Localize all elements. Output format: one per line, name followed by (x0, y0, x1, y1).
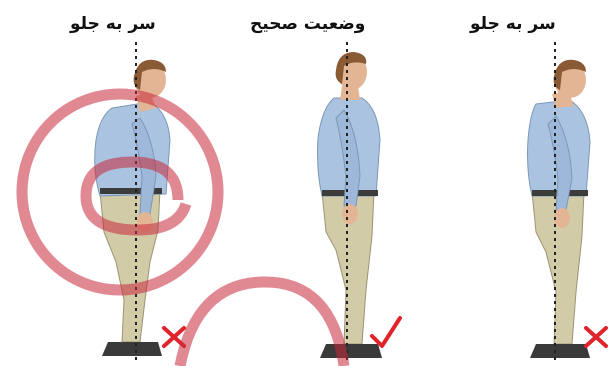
figure-right-hand (554, 208, 570, 228)
figure-left-shirt (95, 102, 170, 196)
cross-mark-icon (586, 328, 606, 346)
figure-middle-shoes (320, 344, 382, 358)
figure-left-trousers (100, 190, 160, 342)
figure-right-shoes (530, 344, 590, 358)
watermark-logo (22, 94, 344, 366)
figure-right (528, 60, 591, 358)
figure-left-shoes (102, 342, 162, 356)
check-mark-icon (372, 318, 400, 346)
figure-middle-hand (342, 204, 358, 224)
